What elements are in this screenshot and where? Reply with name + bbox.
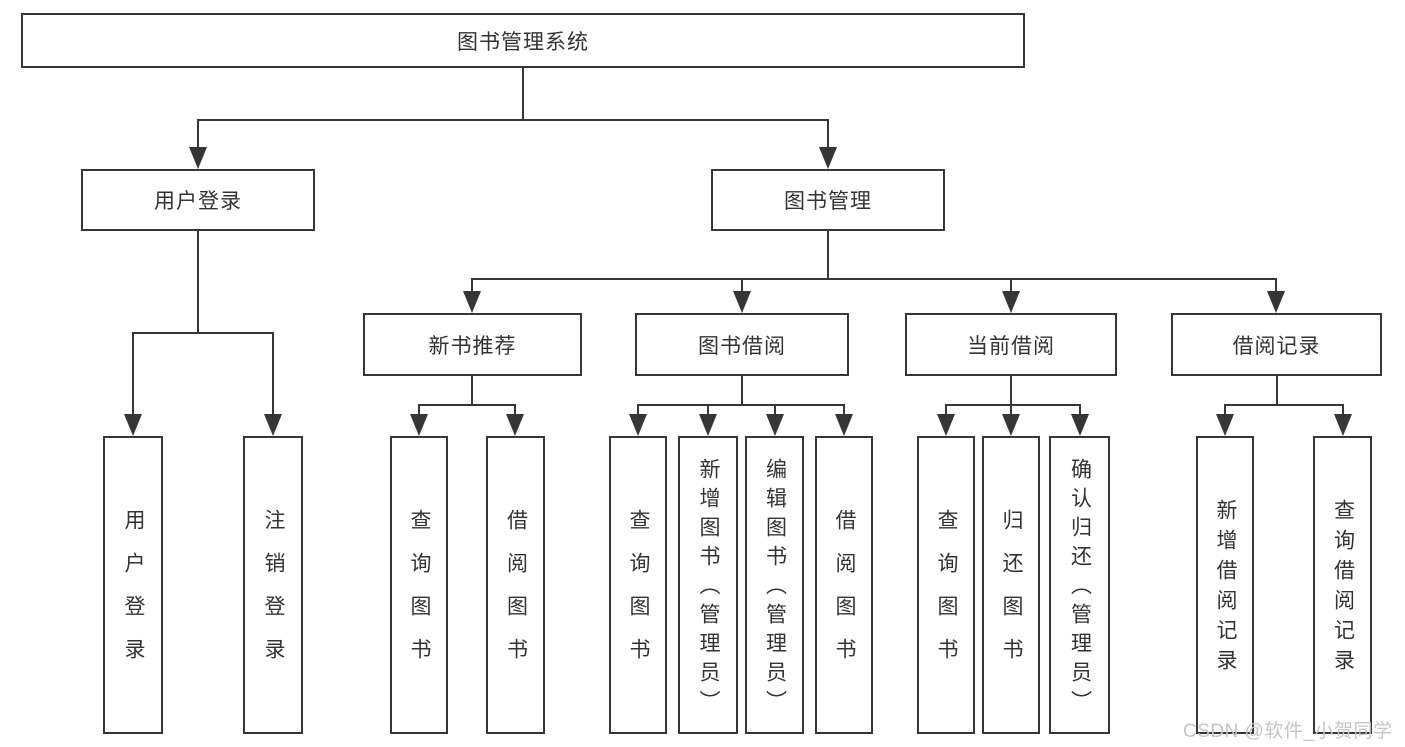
connector-line [741,279,743,295]
connector-line [827,120,829,150]
arrowhead-down-icon [766,414,784,436]
node-book-management: 图书管理 [711,169,945,231]
connector-line [1224,405,1226,417]
leaf-bb-borrow-books-label: 借阅图书 [833,509,856,681]
connector-line [1276,376,1278,406]
arrowhead-down-icon [835,414,853,436]
node-book-management-label: 图书管理 [784,190,872,213]
arrowhead-down-icon [1071,414,1089,436]
node-new-book-recommend-label: 新书推荐 [428,334,517,358]
node-new-book-recommend: 新书推荐 [363,313,582,376]
leaf-bb-query-books: 查询图书 [609,436,667,734]
leaf-br-add-record: 新增借阅记录 [1196,436,1254,734]
connector-line [637,405,639,417]
leaf-logout: 注销登录 [243,436,303,734]
leaf-user-login-label: 用户登录 [122,509,145,681]
connector-line [471,278,1277,280]
arrowhead-down-icon [733,291,751,313]
connector-line [514,405,516,417]
connector-line [774,405,776,417]
arrowhead-down-icon [124,414,142,436]
connector-line [741,376,743,406]
connector-line [843,405,845,417]
leaf-bb-add-books-admin-label: 新增图书（管理员） [697,457,720,719]
node-library-system-label: 图书管理系统 [457,30,589,54]
leaf-br-query-record-label: 查询借阅记录 [1331,499,1355,679]
connector-line [945,404,1081,406]
connector-line [471,279,473,295]
leaf-bb-query-books-label: 查询图书 [627,509,650,681]
leaf-nbr-query-books-label: 查询图书 [408,509,431,681]
connector-line [132,333,134,417]
leaf-logout-label: 注销登录 [262,509,285,681]
leaf-cb-return-books: 归还图书 [982,436,1040,734]
node-current-borrow-label: 当前借阅 [967,334,1055,358]
node-borrow-records: 借阅记录 [1171,313,1382,376]
connector-line [1275,279,1277,295]
connector-line [1079,405,1081,417]
connector-line [471,376,473,406]
arrowhead-down-icon [937,414,955,436]
leaf-cb-confirm-return-admin-label: 确认归还（管理员） [1068,457,1092,719]
arrowhead-down-icon [264,414,282,436]
arrowhead-down-icon [699,414,717,436]
leaf-cb-return-books-label: 归还图书 [1000,509,1023,681]
connector-line [1342,405,1344,417]
leaf-bb-edit-books-admin-label: 编辑图书（管理员） [763,457,787,719]
leaf-nbr-borrow-books: 借阅图书 [486,436,545,734]
arrowhead-down-icon [410,414,428,436]
arrowhead-down-icon [1334,414,1352,436]
leaf-bb-add-books-admin: 新增图书（管理员） [678,436,738,734]
node-library-system: 图书管理系统 [21,13,1025,68]
connector-line [197,119,829,121]
connector-line [197,120,199,150]
node-borrow-records-label: 借阅记录 [1232,334,1321,358]
connector-line [522,68,524,121]
node-book-borrow-label: 图书借阅 [698,334,786,358]
arrowhead-down-icon [1267,291,1285,313]
connector-line [1010,405,1012,417]
arrowhead-down-icon [463,291,481,313]
connector-line [1224,404,1344,406]
leaf-bb-edit-books-admin: 编辑图书（管理员） [745,436,804,734]
leaf-cb-confirm-return-admin: 确认归还（管理员） [1049,436,1110,734]
connector-line [1010,376,1012,406]
connector-line [707,405,709,417]
node-current-borrow: 当前借阅 [905,313,1117,376]
leaf-bb-borrow-books: 借阅图书 [815,436,873,734]
connector-line [827,231,829,280]
arrowhead-down-icon [506,414,524,436]
node-user-login-branch: 用户登录 [81,169,315,231]
connector-line [1010,279,1012,295]
arrowhead-down-icon [819,147,837,169]
arrowhead-down-icon [189,147,207,169]
connector-line [132,332,274,334]
connector-line [418,405,420,417]
arrowhead-down-icon [1002,291,1020,313]
connector-line [945,405,947,417]
leaf-cb-query-books-label: 查询图书 [935,509,958,681]
leaf-nbr-borrow-books-label: 借阅图书 [504,509,528,681]
leaf-br-add-record-label: 新增借阅记录 [1214,499,1237,679]
node-book-borrow: 图书借阅 [635,313,849,376]
leaf-cb-query-books: 查询图书 [917,436,975,734]
connector-line [637,404,845,406]
arrowhead-down-icon [1002,414,1020,436]
node-user-login-branch-label: 用户登录 [154,190,242,213]
connector-line [272,333,274,417]
connector-line [197,231,199,334]
connector-line [418,404,516,406]
arrowhead-down-icon [1216,414,1234,436]
arrowhead-down-icon [629,414,647,436]
leaf-user-login: 用户登录 [103,436,163,734]
leaf-br-query-record: 查询借阅记录 [1313,436,1372,734]
csdn-watermark: CSDN @软件_小贺同学 [1183,721,1393,742]
leaf-nbr-query-books: 查询图书 [390,436,448,734]
